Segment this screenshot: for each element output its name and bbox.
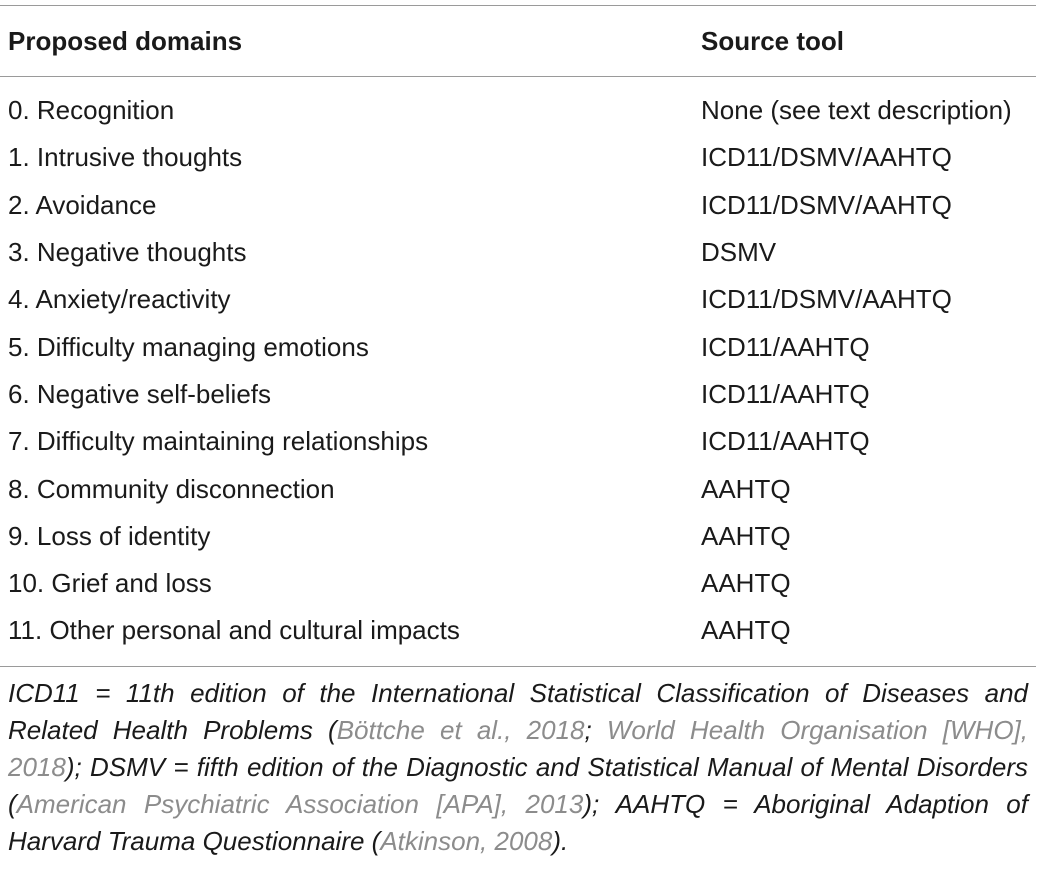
bottom-rule — [0, 665, 1036, 667]
header-rule — [0, 76, 1036, 77]
domain-cell: 6. Negative self-beliefs — [8, 378, 272, 409]
source-cell: ICD11/DSMV/AAHTQ — [701, 284, 952, 315]
header-source-tool: Source tool — [701, 25, 845, 56]
table-row: 3. Negative thoughts DSMV — [0, 229, 1036, 276]
source-cell: ICD11/AAHTQ — [701, 331, 870, 362]
table-row: 1. Intrusive thoughts ICD11/DSMV/AAHTQ — [0, 134, 1036, 181]
table-row: 4. Anxiety/reactivity ICD11/DSMV/AAHTQ — [0, 276, 1036, 323]
domain-cell: 9. Loss of identity — [8, 520, 211, 551]
table-row: 10. Grief and loss AAHTQ — [0, 560, 1036, 607]
footnote-text: ICD11 = 11th edition of the Internationa… — [8, 677, 1028, 745]
footnote-text: ; — [584, 714, 607, 745]
source-cell: ICD11/DSMV/AAHTQ — [701, 189, 952, 220]
source-cell: ICD11/DSMV/AAHTQ — [701, 142, 952, 173]
table-body: 0. Recognition None (see text descriptio… — [0, 77, 1036, 666]
domain-cell: 7. Difficulty maintaining relationships — [8, 426, 429, 457]
citation-link[interactable]: World Health Organisation [WHO], 2018 — [8, 714, 1028, 782]
citation-link[interactable]: Böttche et al., 2018 — [336, 714, 585, 745]
top-rule — [0, 5, 1036, 6]
source-cell: AAHTQ — [701, 473, 791, 504]
table-row: 11. Other personal and cultural impacts … — [0, 607, 1036, 654]
domain-cell: 3. Negative thoughts — [8, 237, 247, 268]
table-footnote: ICD11 = 11th edition of the Internationa… — [0, 667, 1036, 861]
source-cell: DSMV — [701, 237, 777, 268]
table-row: 0. Recognition None (see text descriptio… — [0, 87, 1036, 134]
domain-cell: 8. Community disconnection — [8, 473, 335, 504]
table-row: 7. Difficulty maintaining relationships … — [0, 418, 1036, 465]
source-cell: AAHTQ — [701, 615, 791, 646]
footnote-text: ); DSMV = fifth edition of the Diagnosti… — [8, 751, 1028, 820]
source-cell: ICD11/AAHTQ — [701, 426, 870, 457]
table-row: 2. Avoidance ICD11/DSMV/AAHTQ — [0, 182, 1036, 229]
table-row: 8. Community disconnection AAHTQ — [0, 465, 1036, 512]
source-cell: ICD11/AAHTQ — [701, 378, 870, 409]
domain-cell: 10. Grief and loss — [8, 568, 212, 599]
footnote-text: ). — [552, 826, 569, 857]
source-cell: AAHTQ — [701, 568, 791, 599]
domain-cell: 11. Other personal and cultural impacts — [8, 615, 460, 646]
table-row: 9. Loss of identity AAHTQ — [0, 513, 1036, 560]
source-cell: None (see text description) — [701, 95, 1012, 126]
domain-cell: 5. Difficulty managing emotions — [8, 331, 369, 362]
source-cell: AAHTQ — [701, 520, 791, 551]
domain-cell: 1. Intrusive thoughts — [8, 142, 243, 173]
domains-table: Proposed domains Source tool 0. Recognit… — [0, 5, 1036, 861]
footnote-text: ); AAHTQ = Aboriginal Adaption of Harvar… — [8, 789, 1028, 857]
table-row: 5. Difficulty managing emotions ICD11/AA… — [0, 323, 1036, 370]
citation-link[interactable]: American Psychiatric Association [APA], … — [16, 789, 584, 820]
domain-cell: 4. Anxiety/reactivity — [8, 284, 231, 315]
table-row: 6. Negative self-beliefs ICD11/AAHTQ — [0, 371, 1036, 418]
header-proposed-domains: Proposed domains — [8, 25, 243, 56]
domain-cell: 2. Avoidance — [8, 189, 157, 220]
domain-cell: 0. Recognition — [8, 95, 175, 126]
table-header-row: Proposed domains Source tool — [0, 6, 1036, 76]
citation-link[interactable]: Atkinson, 2008 — [380, 826, 553, 857]
